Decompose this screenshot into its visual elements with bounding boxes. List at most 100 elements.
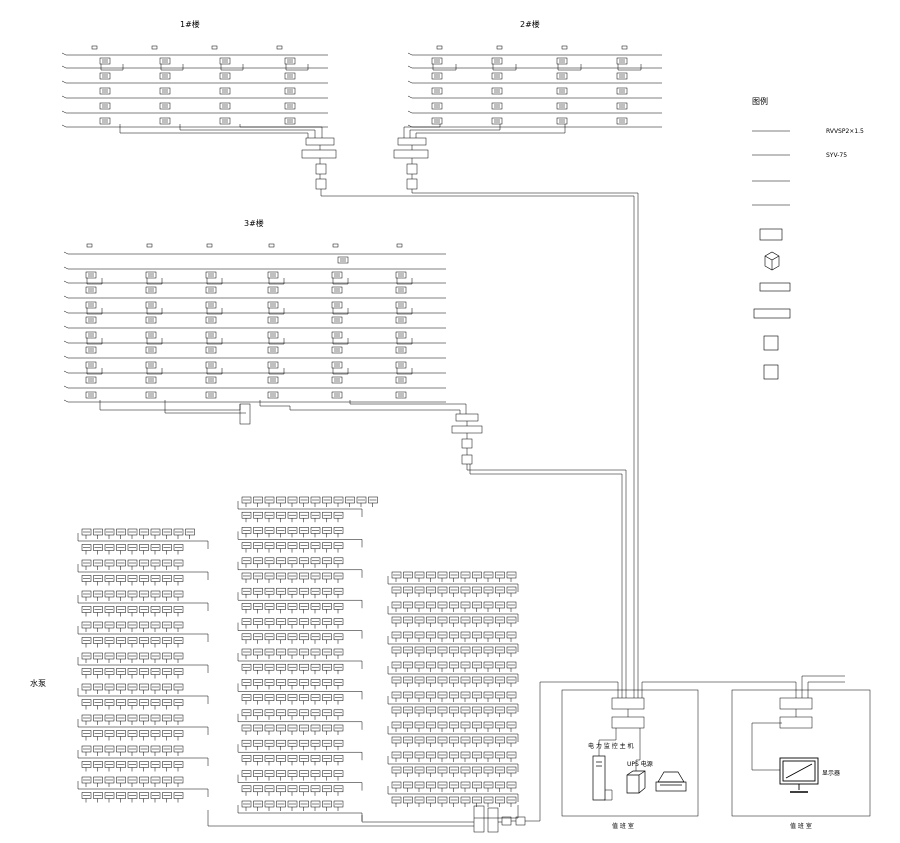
meter-icon xyxy=(145,361,157,369)
left-room-switch xyxy=(611,697,645,710)
meter-row xyxy=(81,668,184,679)
meter-icon xyxy=(395,271,407,279)
meter-icon xyxy=(331,286,343,294)
meter-row xyxy=(391,781,517,792)
meter-row xyxy=(81,544,184,555)
panel-2-coordinator xyxy=(397,137,427,146)
meter-icon xyxy=(205,316,217,324)
meter-icon xyxy=(267,286,279,294)
meter-icon xyxy=(219,117,231,125)
meter-icon xyxy=(616,57,628,65)
meter-icon xyxy=(284,87,296,95)
lower-junction xyxy=(473,805,485,833)
meter-icon xyxy=(331,361,343,369)
meter-row xyxy=(81,761,184,772)
meter-icon xyxy=(331,271,343,279)
panel-3-converter xyxy=(451,425,483,434)
meter-icon xyxy=(331,376,343,384)
meter-icon xyxy=(219,87,231,95)
meter-icon xyxy=(267,271,279,279)
meter-icon xyxy=(205,301,217,309)
meter-icon xyxy=(331,391,343,399)
meter-icon xyxy=(85,391,97,399)
meter-row xyxy=(391,721,517,732)
meter-icon xyxy=(267,316,279,324)
meter-icon xyxy=(431,102,443,110)
meter-icon xyxy=(395,331,407,339)
meter-row xyxy=(81,637,184,648)
meter-row xyxy=(81,575,184,586)
meter-icon xyxy=(145,286,157,294)
panel-1-coordinator xyxy=(305,137,335,146)
meter-icon xyxy=(284,117,296,125)
panel-3-junction xyxy=(239,403,251,425)
meter-row xyxy=(241,739,344,751)
panel-3-repeater xyxy=(461,438,473,449)
meter-row xyxy=(81,528,195,539)
meter-row xyxy=(241,648,344,659)
meter-icon xyxy=(145,376,157,384)
panel-1-switchboard xyxy=(61,45,337,190)
meter-icon xyxy=(205,376,217,384)
meter-icon xyxy=(337,256,349,264)
meter-row xyxy=(241,633,344,644)
right-room-label: 值 班 室 xyxy=(790,822,812,830)
meter-row xyxy=(241,694,344,705)
left-panel-label: 水泵 xyxy=(30,678,46,688)
meter-icon xyxy=(85,376,97,384)
right-room-switch xyxy=(779,697,813,710)
meter-icon xyxy=(431,57,443,65)
meter-row xyxy=(241,496,378,507)
meter-row xyxy=(241,679,344,690)
meter-icon xyxy=(491,117,503,125)
meter-icon xyxy=(616,117,628,125)
meter-row xyxy=(241,603,344,614)
meter-row xyxy=(241,770,344,781)
meter-icon xyxy=(145,331,157,339)
meter-row xyxy=(391,796,517,807)
meter-icon xyxy=(491,102,503,110)
panel-1-terminal xyxy=(315,178,327,190)
meter-icon xyxy=(616,72,628,80)
meter-icon xyxy=(267,391,279,399)
meter-row xyxy=(391,766,517,777)
meter-row xyxy=(391,751,517,762)
meter-row xyxy=(391,646,517,657)
meter-row xyxy=(391,631,517,642)
meter-icon xyxy=(145,391,157,399)
meter-icon xyxy=(99,87,111,95)
meter-icon xyxy=(85,361,97,369)
meter-icon xyxy=(395,316,407,324)
meter-icon xyxy=(85,346,97,354)
meter-icon xyxy=(616,87,628,95)
meter-icon xyxy=(395,376,407,384)
meter-row xyxy=(81,559,184,570)
panel-3-switchboard xyxy=(63,243,483,465)
printer-icon xyxy=(655,771,687,792)
meter-row xyxy=(81,776,184,787)
meter-icon xyxy=(205,286,217,294)
panel-title-1: 1#楼 xyxy=(180,19,200,29)
panel-2-terminal xyxy=(406,178,418,190)
meter-icon xyxy=(556,102,568,110)
meter-icon xyxy=(267,331,279,339)
meter-row xyxy=(391,676,517,687)
meter-icon xyxy=(331,331,343,339)
meter-row xyxy=(81,699,184,710)
meter-icon xyxy=(219,102,231,110)
meter-icon xyxy=(491,72,503,80)
left-room-converter xyxy=(611,716,645,729)
meter-icon xyxy=(556,57,568,65)
meter-row xyxy=(241,587,344,599)
meter-row xyxy=(81,714,184,725)
meter-icon xyxy=(99,117,111,125)
meter-row xyxy=(241,511,344,523)
monitoring-host-icon xyxy=(592,755,606,801)
meter-icon xyxy=(205,361,217,369)
meter-icon xyxy=(331,346,343,354)
meter-row xyxy=(241,527,344,538)
meter-icon xyxy=(491,57,503,65)
meter-row xyxy=(81,590,184,601)
meter-row xyxy=(391,661,517,672)
